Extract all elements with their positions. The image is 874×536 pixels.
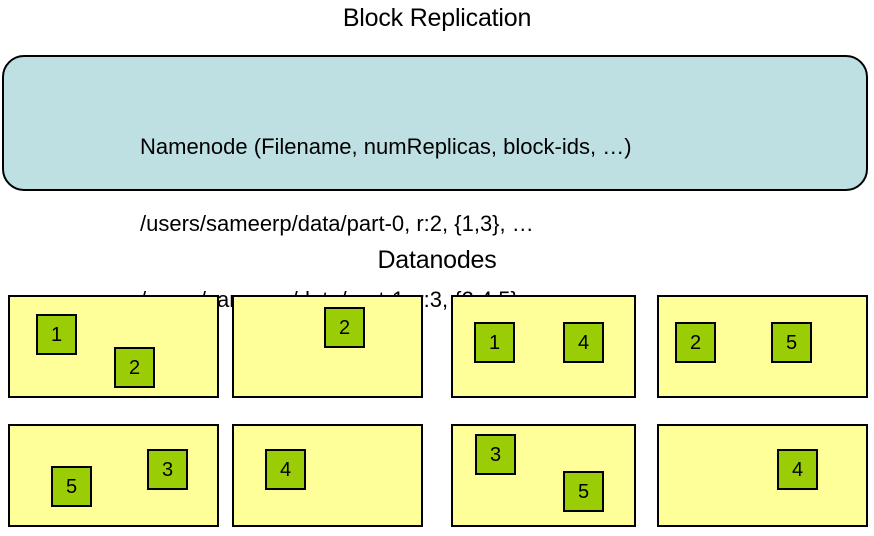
block-chunk[interactable]: 3 xyxy=(475,434,516,475)
block-chunk[interactable]: 1 xyxy=(474,322,515,363)
datanode-6[interactable]: 4 xyxy=(232,424,423,527)
block-chunk[interactable]: 4 xyxy=(563,322,604,363)
datanodes-section-label: Datanodes xyxy=(377,246,497,274)
datanode-2[interactable]: 2 xyxy=(232,295,423,398)
namenode-line-part-0: /users/sameerp/data/part-0, r:2, {1,3}, … xyxy=(140,210,534,236)
block-chunk[interactable]: 2 xyxy=(324,307,365,348)
namenode-line-schema: Namenode (Filename, numReplicas, block-i… xyxy=(140,134,632,159)
block-chunk[interactable]: 5 xyxy=(563,471,604,512)
block-chunk[interactable]: 1 xyxy=(36,314,77,355)
block-chunk[interactable]: 2 xyxy=(114,347,155,388)
block-chunk[interactable]: 4 xyxy=(777,449,818,490)
block-chunk[interactable]: 2 xyxy=(675,322,716,363)
block-chunk[interactable]: 5 xyxy=(51,466,92,507)
page-title: Block Replication xyxy=(342,4,532,32)
block-chunk[interactable]: 4 xyxy=(265,449,306,490)
block-chunk[interactable]: 5 xyxy=(771,322,812,363)
block-chunk[interactable]: 3 xyxy=(147,449,188,490)
datanode-8[interactable]: 4 xyxy=(657,424,868,527)
